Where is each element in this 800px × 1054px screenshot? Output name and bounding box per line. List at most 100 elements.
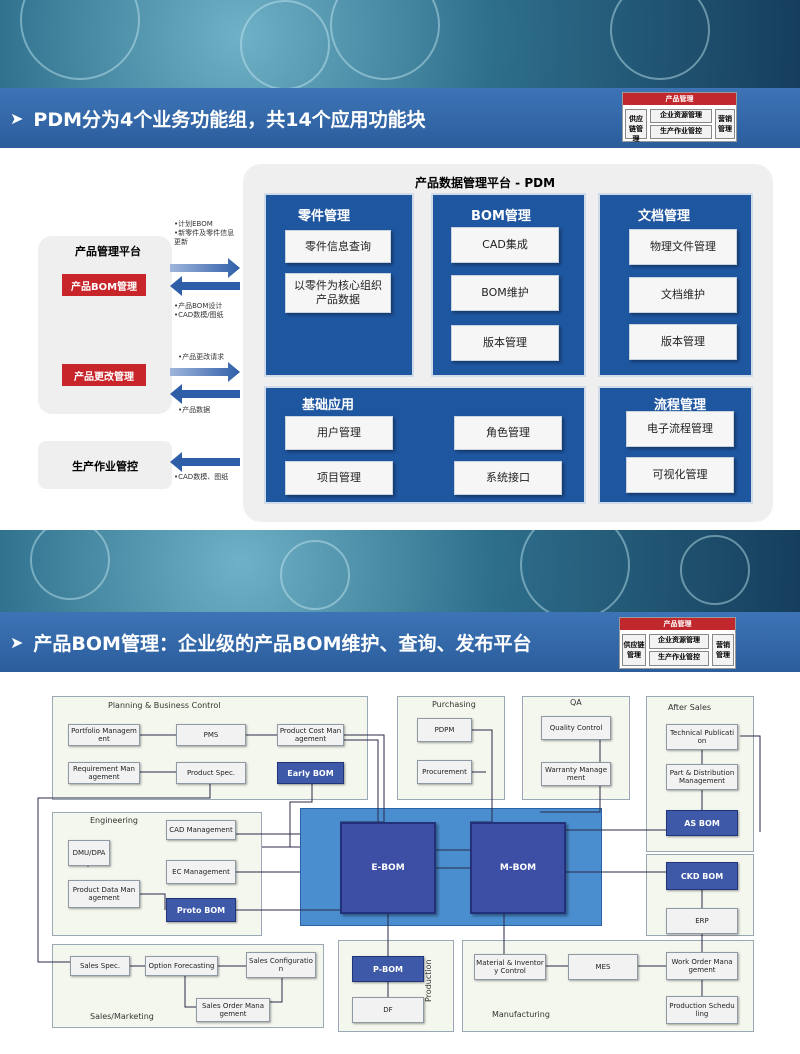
node-ckd-bom[interactable]: CKD BOM [666, 862, 738, 890]
node-dmu[interactable]: DMU/DPA [68, 840, 110, 866]
bubble-decoration [20, 0, 140, 80]
slide2-title: 产品BOM管理：企业级的产品BOM维护、查询、发布平台 [33, 632, 532, 655]
arrow-right-icon [170, 258, 240, 278]
node-df[interactable]: DF [352, 997, 424, 1023]
node-sales-config[interactable]: Sales Configuratio n [246, 952, 316, 978]
node-warranty[interactable]: Warranty Manage ment [541, 762, 611, 786]
module-visual-mgmt[interactable]: 可视化管理 [626, 457, 734, 493]
slide2-body: Planning & Business Control Purchasing Q… [0, 672, 800, 1054]
connection-lines [37, 729, 761, 1008]
group-flow-title: 流程管理 [654, 398, 707, 413]
node-option-forecast[interactable]: Option Forecasting [145, 956, 218, 976]
group-planning-label: Planning & Business Control [108, 701, 221, 710]
product-change-button[interactable]: 产品更改管理 [62, 364, 146, 386]
node-procurement[interactable]: Procurement [417, 760, 472, 784]
bubble-decoration [680, 535, 750, 605]
module-part-query[interactable]: 零件信息查询 [285, 230, 391, 263]
module-doc-version[interactable]: 版本管理 [629, 324, 737, 360]
note-cad-drawings: •CAD数模/图纸 [174, 311, 224, 319]
node-mbom[interactable]: M-BOM [470, 822, 566, 914]
arrow-icon: ➤ [10, 108, 24, 128]
node-quality[interactable]: Quality Control [541, 716, 611, 740]
node-as-bom[interactable]: AS BOM [666, 810, 738, 836]
node-requirement[interactable]: Requirement Man agement [68, 762, 140, 784]
logo-right: 营销管理 [712, 634, 734, 666]
group-bom-title: BOM管理 [471, 209, 531, 224]
group-sales-label: Sales/Marketing [90, 1012, 154, 1021]
module-physical-file[interactable]: 物理文件管理 [629, 229, 737, 265]
node-product-spec[interactable]: Product Spec. [176, 762, 246, 784]
node-pdpm[interactable]: PDPM [417, 718, 472, 742]
arrow-left-icon [170, 276, 240, 296]
logo-mid-top: 企业资源管理 [650, 109, 712, 123]
logo-top: 产品管理 [620, 618, 735, 630]
module-part-centric[interactable]: 以零件为核心组织 产品数据 [285, 273, 391, 313]
product-platform-title: 产品管理平台 [75, 245, 141, 258]
node-work-order[interactable]: Work Order Mana gement [666, 952, 738, 980]
flow-arrows [170, 258, 240, 472]
group-engineering-label: Engineering [90, 816, 138, 825]
slide1-body: 产品数据管理平台 - PDM 产品管理平台 产品BOM管理 产品更改管理 生产作… [0, 148, 800, 530]
module-bom-maintenance[interactable]: BOM维护 [451, 275, 559, 311]
logo-left: 供应链管理 [625, 109, 647, 143]
node-product-cost[interactable]: Product Cost Man agement [277, 724, 344, 746]
module-bom-version[interactable]: 版本管理 [451, 325, 559, 361]
node-proto-bom[interactable]: Proto BOM [166, 898, 236, 922]
node-ec-mgmt[interactable]: EC Management [166, 860, 236, 884]
note-bom-design: •产品BOM设计 [174, 302, 223, 310]
logo-top: 产品管理 [623, 93, 736, 105]
logo-mid-bottom: 生产作业管控 [649, 651, 709, 666]
note-cad-drawings-2: •CAD数模、图纸 [174, 473, 229, 481]
group-qa-label: QA [570, 698, 582, 707]
bubble-decoration [30, 530, 110, 600]
node-tech-pub[interactable]: Technical Publicati on [666, 724, 738, 750]
group-docs-title: 文档管理 [638, 209, 691, 224]
node-cad-mgmt[interactable]: CAD Management [166, 820, 236, 840]
note-change-request: •产品更改请求 [178, 353, 225, 361]
logo-mid-top: 企业资源管理 [649, 634, 709, 649]
node-part-dist[interactable]: Part & Distribution Management [666, 764, 738, 790]
logo-left: 供应链管理 [622, 634, 646, 666]
product-bom-button[interactable]: 产品BOM管理 [62, 274, 146, 296]
group-parts-title: 零件管理 [298, 209, 351, 224]
note-product-data: •产品数据 [178, 406, 211, 414]
bubble-decoration [520, 530, 630, 612]
node-ebom[interactable]: E-BOM [340, 822, 436, 914]
module-role-mgmt[interactable]: 角色管理 [454, 416, 562, 450]
slide1-logo: 产品管理 供应链管理 企业资源管理 生产作业管控 营销管理 [622, 92, 737, 143]
node-portfolio[interactable]: Portfolio Managem ent [68, 724, 140, 746]
slide2-logo: 产品管理 供应链管理 企业资源管理 生产作业管控 营销管理 [619, 617, 736, 669]
node-mes[interactable]: MES [568, 954, 638, 980]
node-pbom[interactable]: P-BOM [352, 956, 424, 982]
bubble-decoration [610, 0, 710, 80]
slide1-title: PDM分为4个业务功能组，共14个应用功能块 [33, 108, 426, 131]
node-sales-spec[interactable]: Sales Spec. [70, 956, 130, 976]
platform-title: 产品数据管理平台 - PDM [415, 176, 556, 190]
node-early-bom[interactable]: Early BOM [277, 762, 344, 784]
node-prod-sched[interactable]: Production Schedu ling [666, 996, 738, 1024]
logo-mid-bottom: 生产作业管控 [650, 125, 712, 139]
node-material-inv[interactable]: Material & Inventor y Control [474, 954, 546, 980]
node-sales-order[interactable]: Sales Order Mana gement [196, 998, 270, 1022]
node-pdm[interactable]: Product Data Man agement [68, 880, 140, 908]
bubble-decoration [280, 540, 350, 610]
module-user-mgmt[interactable]: 用户管理 [285, 416, 393, 450]
module-cad-integration[interactable]: CAD集成 [451, 227, 559, 263]
logo-right: 营销管理 [715, 109, 735, 139]
module-project-mgmt[interactable]: 项目管理 [285, 461, 393, 495]
arrow-left-icon [170, 452, 240, 472]
node-erp[interactable]: ERP [666, 908, 738, 934]
module-eflow-mgmt[interactable]: 电子流程管理 [626, 411, 734, 447]
group-manufacturing-label: Manufacturing [492, 1010, 550, 1019]
node-pms[interactable]: PMS [176, 724, 246, 746]
module-doc-maintenance[interactable]: 文档维护 [629, 277, 737, 313]
module-system-interface[interactable]: 系统接口 [454, 461, 562, 495]
background-top [0, 0, 800, 88]
bubble-decoration [240, 0, 330, 88]
bubble-decoration [330, 0, 440, 80]
note-new-parts: •新零件及零件信息 [174, 229, 235, 237]
production-control-label: 生产作业管控 [72, 460, 138, 473]
group-after-sales-label: After Sales [668, 703, 712, 712]
product-platform-panel [38, 236, 172, 414]
arrow-left-icon [170, 384, 240, 404]
